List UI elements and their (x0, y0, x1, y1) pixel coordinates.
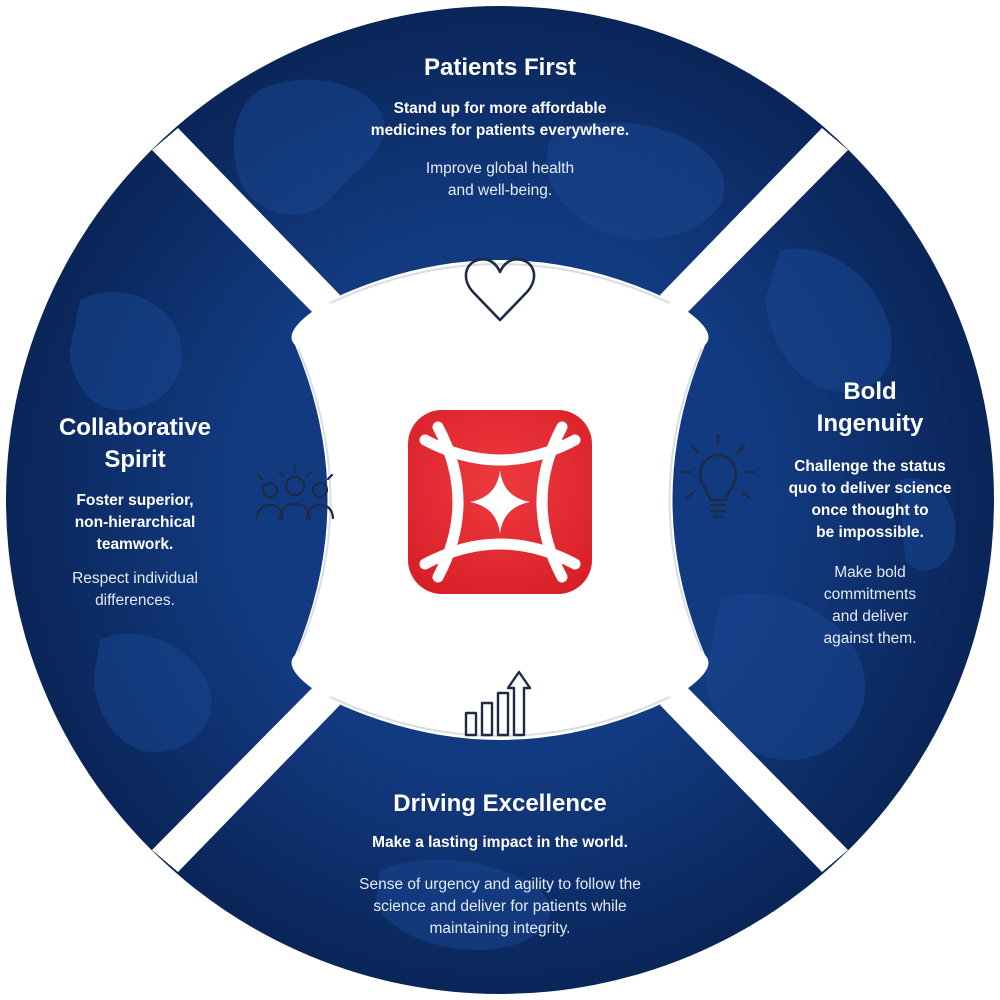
patients-first-title: Patients First (423, 54, 577, 81)
segment-dividers (152, 128, 848, 872)
collaborative-spirit-regular-text: Respect individual differences. (72, 570, 198, 609)
growth-chart-icon (464, 670, 532, 737)
patients-first-regular-text: Improve global health and well-being. (425, 160, 575, 199)
bold-ingenuity-title: Bold Ingenuity (816, 378, 924, 437)
driving-excellence-title: Driving Excellence (393, 790, 607, 817)
world-map-texture (70, 79, 956, 950)
bold-ingenuity-regular-text: Make bold commitments and deliver agains… (823, 564, 917, 647)
driving-excellence-bold-text: Make a lasting impact in the world. (372, 834, 628, 851)
driving-excellence-regular-text: Sense of urgency and agility to follow t… (359, 876, 641, 937)
collaborative-spirit-bold-text: Foster superior, non-hierarchical teamwo… (74, 492, 196, 553)
collaborative-spirit-title: Collaborative Spirit (58, 414, 212, 473)
lightbulb-icon (680, 433, 756, 519)
patients-first-bold-text: Stand up for more affordable medicines f… (370, 100, 630, 139)
company-logo-icon (408, 410, 592, 594)
heart-icon (464, 258, 536, 322)
bold-ingenuity-bold-text: Challenge the status quo to deliver scie… (788, 458, 952, 541)
team-ideas-icon (255, 464, 335, 522)
